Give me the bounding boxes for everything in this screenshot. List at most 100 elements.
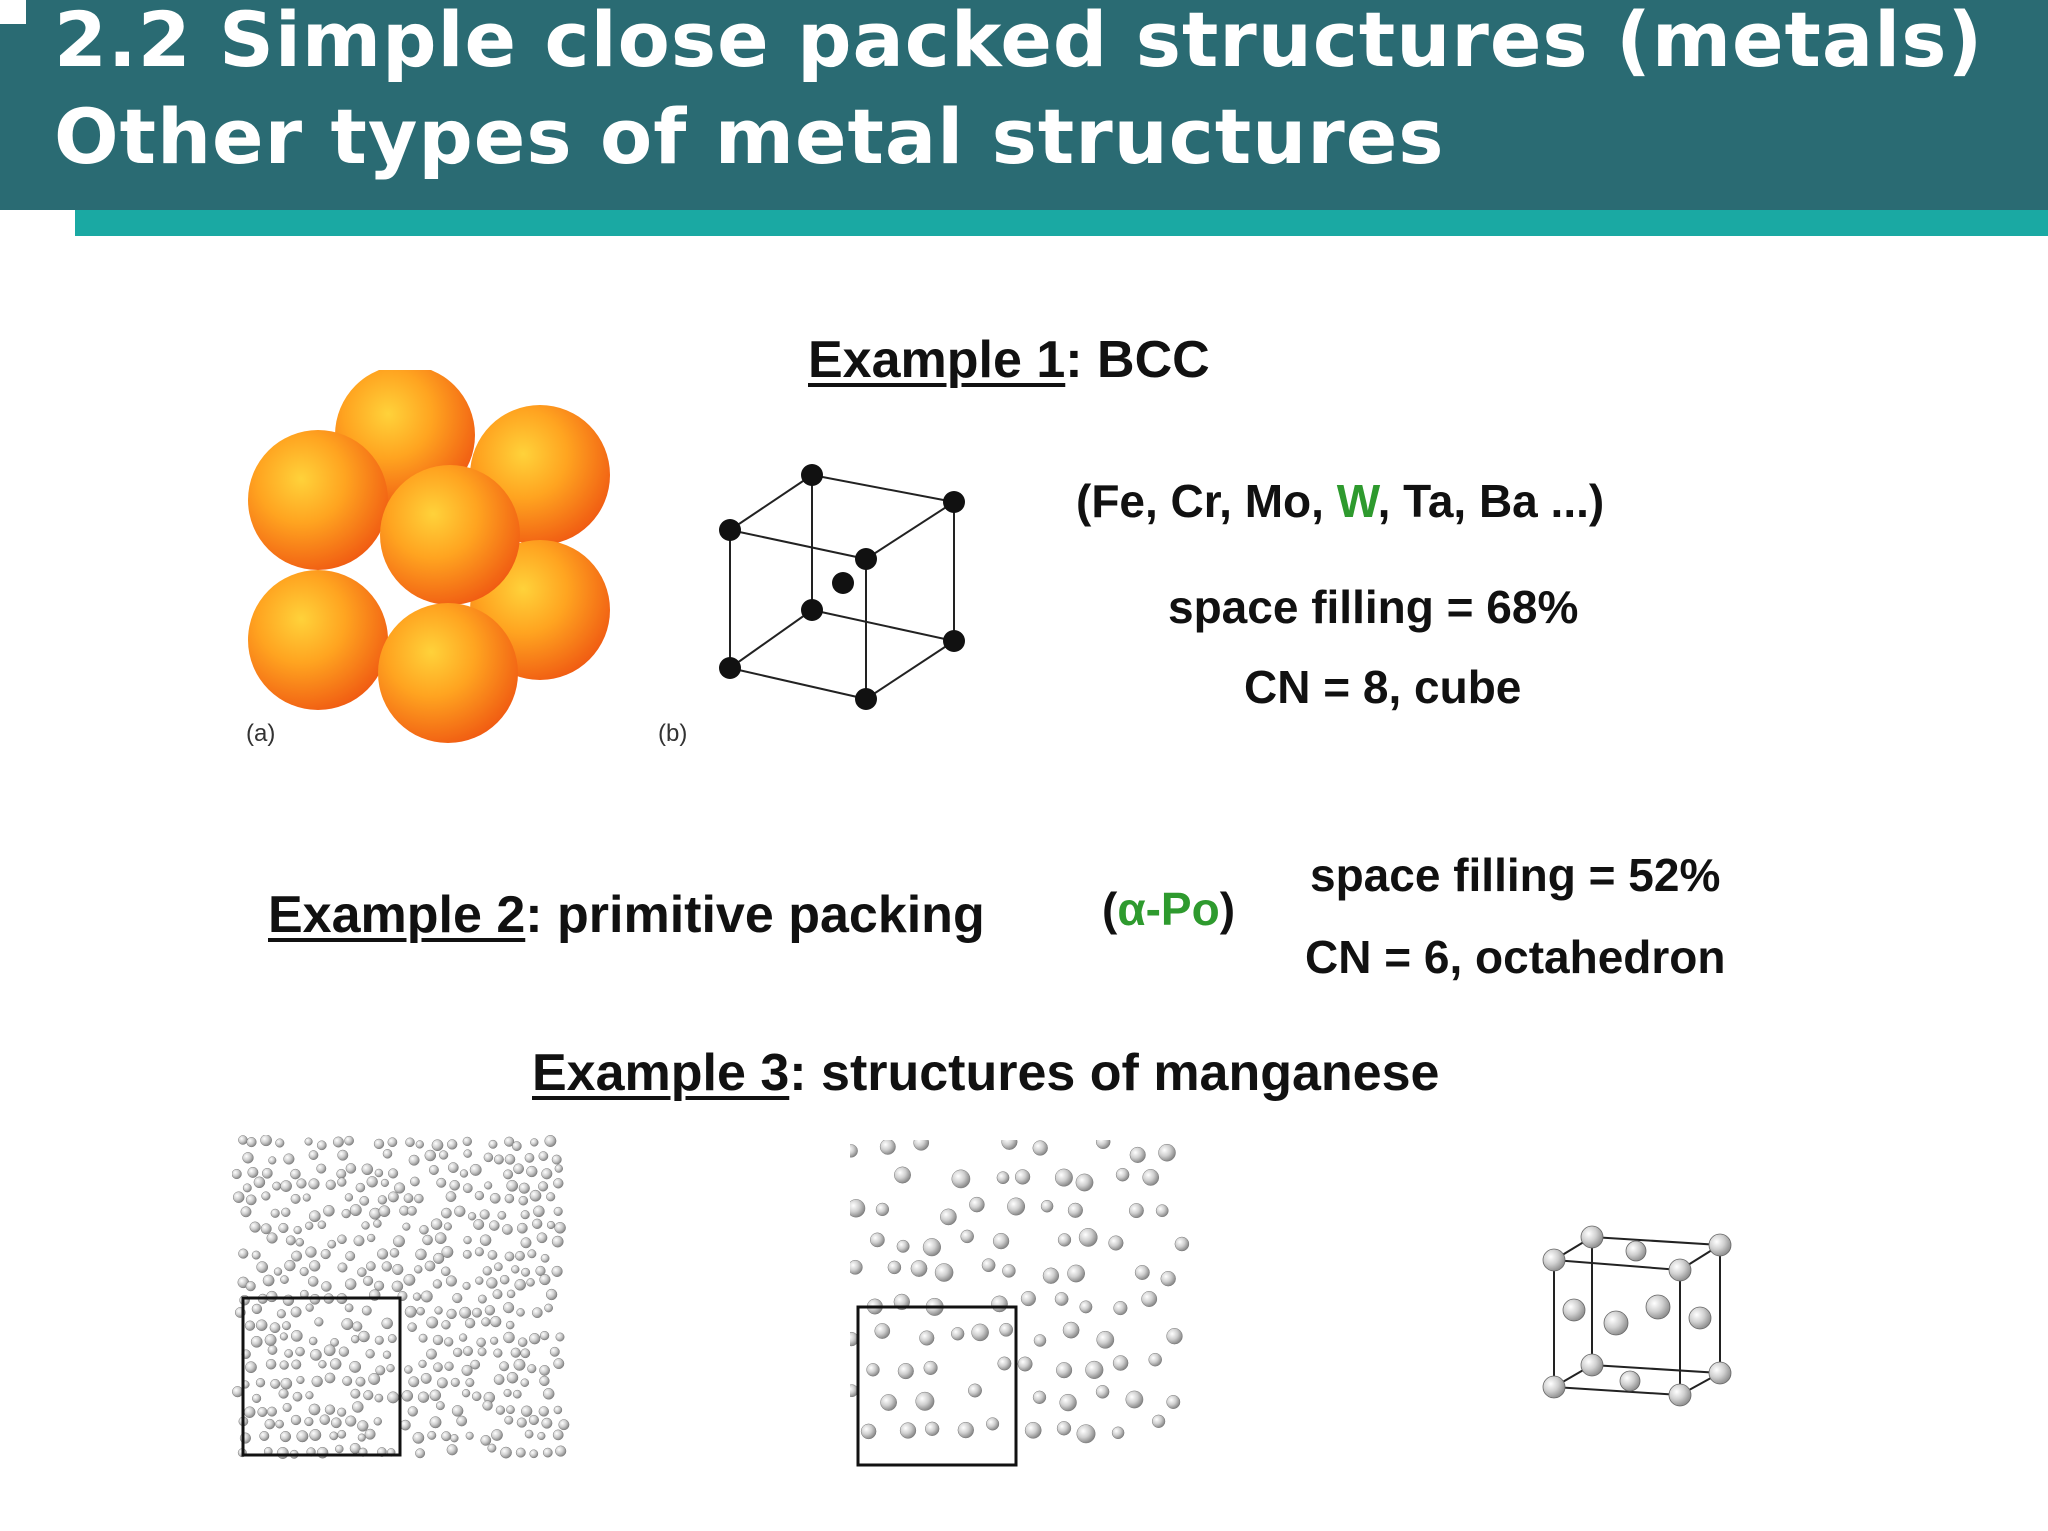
atom bbox=[555, 1445, 567, 1457]
atom bbox=[415, 1248, 427, 1261]
atom bbox=[420, 1372, 432, 1384]
atom bbox=[361, 1305, 372, 1316]
atom bbox=[887, 1260, 902, 1275]
atom bbox=[465, 1378, 475, 1388]
atom bbox=[925, 1421, 940, 1436]
atom bbox=[321, 1281, 332, 1292]
atom bbox=[429, 1389, 442, 1402]
atom bbox=[503, 1388, 512, 1398]
bcc-sphere-packing-figure bbox=[248, 370, 610, 743]
atom bbox=[539, 1375, 550, 1387]
atom bbox=[471, 1391, 482, 1402]
atom bbox=[441, 1246, 454, 1258]
atom bbox=[463, 1235, 472, 1245]
atom bbox=[311, 1375, 323, 1388]
atom bbox=[518, 1182, 530, 1194]
atom bbox=[919, 1330, 935, 1346]
atom bbox=[290, 1414, 302, 1426]
atom bbox=[516, 1222, 528, 1234]
atom bbox=[516, 1417, 527, 1428]
atom bbox=[336, 1168, 347, 1179]
atom bbox=[1141, 1291, 1158, 1307]
atom bbox=[345, 1163, 357, 1174]
atom bbox=[538, 1181, 549, 1192]
atom bbox=[240, 1206, 252, 1218]
atom bbox=[238, 1248, 249, 1259]
atom bbox=[801, 599, 823, 621]
atom bbox=[1002, 1264, 1016, 1278]
atom bbox=[305, 1221, 314, 1230]
atom bbox=[500, 1446, 512, 1459]
atom bbox=[497, 1211, 507, 1220]
atom bbox=[524, 1153, 535, 1163]
atom bbox=[307, 1276, 319, 1287]
atom bbox=[996, 1171, 1010, 1185]
atom bbox=[279, 1332, 288, 1341]
atom bbox=[374, 1168, 384, 1178]
atom bbox=[894, 1166, 911, 1184]
atom bbox=[913, 1140, 930, 1151]
atom bbox=[451, 1405, 464, 1417]
atom bbox=[374, 1335, 384, 1345]
atom bbox=[324, 1372, 336, 1384]
atom bbox=[536, 1232, 548, 1244]
atom bbox=[337, 1407, 347, 1417]
atom bbox=[1024, 1421, 1042, 1439]
atom bbox=[479, 1234, 492, 1246]
atom bbox=[551, 1154, 562, 1165]
atom bbox=[454, 1205, 466, 1217]
atom bbox=[309, 1429, 322, 1441]
atom bbox=[441, 1431, 452, 1442]
atom bbox=[481, 1317, 491, 1327]
atom bbox=[467, 1212, 477, 1221]
atom bbox=[502, 1224, 513, 1235]
atom bbox=[544, 1303, 553, 1313]
atom bbox=[546, 1192, 556, 1202]
atom bbox=[915, 1391, 935, 1411]
atom bbox=[431, 1139, 444, 1152]
atom bbox=[269, 1322, 281, 1334]
atom bbox=[267, 1345, 278, 1355]
atom bbox=[530, 1138, 539, 1147]
atom bbox=[387, 1334, 397, 1344]
atom bbox=[253, 1176, 266, 1189]
atom bbox=[477, 1294, 487, 1304]
atom bbox=[310, 1349, 322, 1361]
atom bbox=[553, 1206, 563, 1216]
element-list-end: , Ta, Ba ...) bbox=[1377, 475, 1605, 527]
atom bbox=[382, 1149, 393, 1159]
atom bbox=[499, 1274, 510, 1285]
atom bbox=[330, 1417, 342, 1429]
atom bbox=[1158, 1143, 1176, 1162]
element-highlight: W bbox=[1336, 475, 1378, 527]
atom bbox=[329, 1358, 342, 1370]
atom bbox=[323, 1205, 335, 1217]
atom bbox=[273, 1267, 283, 1276]
atom bbox=[381, 1261, 392, 1272]
atom bbox=[1032, 1390, 1047, 1404]
atom bbox=[553, 1358, 565, 1370]
atom bbox=[1174, 1236, 1190, 1252]
atom bbox=[308, 1403, 321, 1416]
atom bbox=[353, 1235, 365, 1247]
atom bbox=[517, 1337, 528, 1347]
atom bbox=[855, 548, 877, 570]
atom bbox=[290, 1330, 303, 1342]
atom bbox=[515, 1250, 525, 1261]
atom bbox=[999, 1322, 1014, 1337]
atom bbox=[1542, 1248, 1566, 1272]
atom bbox=[531, 1307, 543, 1319]
atom bbox=[462, 1249, 472, 1259]
atom bbox=[539, 1365, 550, 1376]
atom bbox=[305, 1246, 317, 1258]
atom bbox=[434, 1232, 447, 1245]
atom bbox=[441, 1320, 451, 1330]
atom bbox=[407, 1406, 418, 1417]
atom bbox=[295, 1346, 305, 1357]
atom bbox=[407, 1322, 417, 1332]
atom bbox=[1062, 1321, 1080, 1339]
atom bbox=[388, 1168, 399, 1179]
atom bbox=[434, 1306, 443, 1315]
atom bbox=[296, 1375, 305, 1385]
atom bbox=[276, 1447, 289, 1459]
